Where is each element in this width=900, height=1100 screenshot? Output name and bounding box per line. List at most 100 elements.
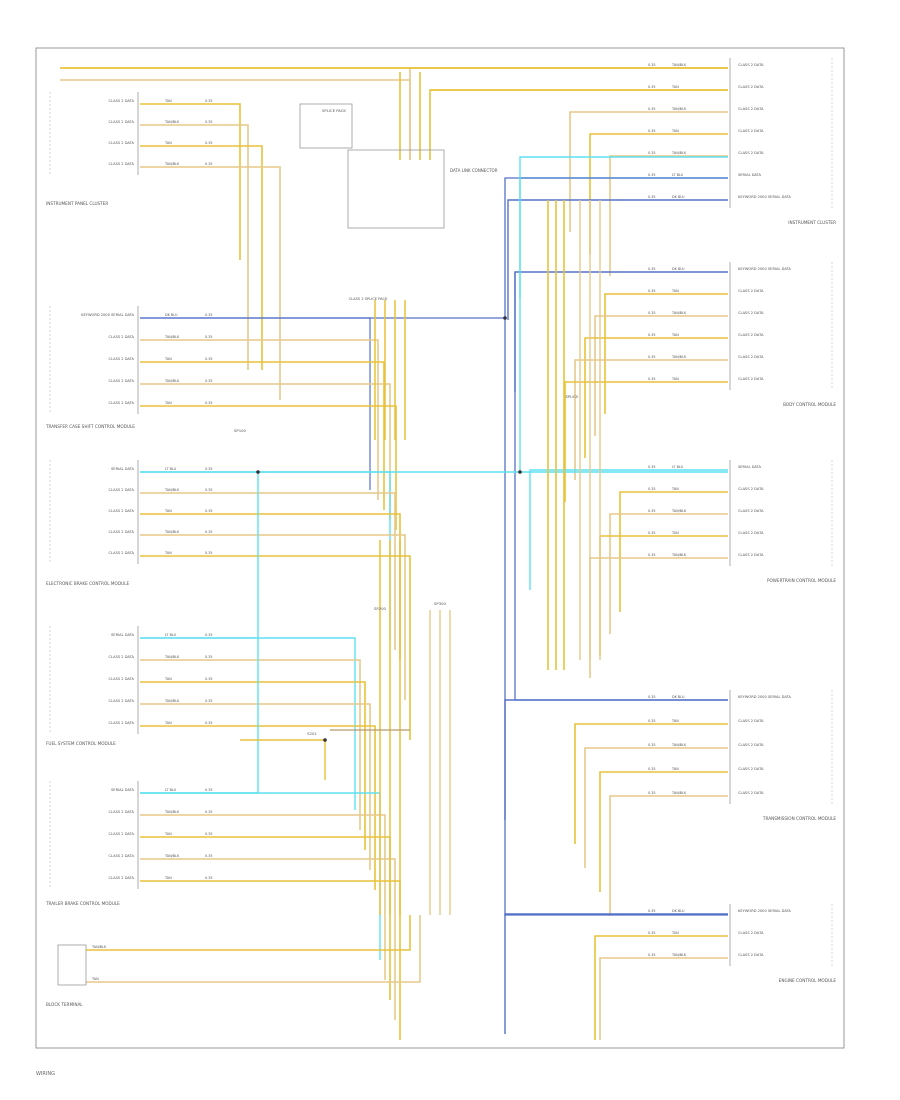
left-module-wire: [140, 792, 381, 960]
splice-pack-label: SPLICE PACK: [322, 108, 346, 113]
component-label: TRANSMISSION CONTROL MODULE: [762, 816, 836, 821]
data-link-connector-box: [347, 149, 445, 229]
pin-label: CLASS 2 DATA: [109, 335, 135, 339]
wire-color-label: TAN/BLK: [164, 530, 180, 534]
wire-color-label: TAN/BLK: [164, 162, 180, 166]
pin-label: KEYWORD 2000 SERIAL DATA: [738, 695, 791, 699]
pin-label: CLASS 2 DATA: [109, 379, 135, 383]
wire-gauge-label: 0.35: [648, 85, 656, 89]
right-module-wire: [529, 469, 728, 590]
wire-gauge-label: 0.35: [648, 509, 656, 513]
wire-gauge-label: 0.35: [648, 695, 656, 699]
pin-label: SERIAL DATA: [111, 467, 135, 471]
wire-gauge-label: 0.35: [205, 832, 213, 836]
wire-color-label: TAN: [164, 401, 172, 405]
serial-bus-wire: [140, 472, 259, 794]
wire-gauge-label: 0.35: [205, 99, 213, 103]
wire-gauge-label: 0.35: [648, 767, 656, 771]
wire-gauge-label: 0.35: [648, 743, 656, 747]
component-label: INSTRUMENT PANEL CLUSTER: [46, 201, 108, 206]
left-module-wire: [140, 659, 361, 830]
connector-label: DATA LINK CONNECTOR: [450, 168, 498, 173]
wire-color-label: TAN/BLK: [164, 810, 180, 814]
keyword-bus-wire: [514, 272, 728, 701]
wire-color-label: DK BLU: [672, 195, 685, 199]
pin-label: CLASS 2 DATA: [738, 311, 764, 315]
right-module-wire: [599, 957, 728, 1040]
pin-label: CLASS 2 DATA: [109, 551, 135, 555]
wire-gauge-label: 0.35: [205, 401, 213, 405]
pin-label: CLASS 2 DATA: [109, 876, 135, 880]
wire-color-label: TAN/BLK: [671, 311, 687, 315]
pin-label: KEYWORD 2000 SERIAL DATA: [738, 195, 791, 199]
wire-gauge-label: 0.35: [205, 677, 213, 681]
pin-label: CLASS 2 DATA: [109, 699, 135, 703]
keyword-bus-wire: [504, 318, 728, 916]
wire-gauge-label: 0.35: [205, 655, 213, 659]
splice-node: [256, 470, 260, 474]
wire-color-label: TAN/BLK: [671, 509, 687, 513]
wire-layer: [60, 67, 728, 1040]
wire-gauge-label: 0.35: [648, 195, 656, 199]
pin-label: CLASS 2 DATA: [738, 553, 764, 557]
wire-color-label: TAN/BLK: [671, 791, 687, 795]
wire-gauge-label: 0.35: [648, 909, 656, 913]
wire-gauge-label: 0.35: [648, 791, 656, 795]
pin-label: KEYWORD 2000 SERIAL DATA: [738, 267, 791, 271]
splice-label: SP300: [434, 601, 447, 606]
wire-gauge-label: 0.35: [648, 553, 656, 557]
pin-label: CLASS 2 DATA: [738, 333, 764, 337]
wire-color-label: TAN/BLK: [671, 151, 687, 155]
pin-label: CLASS 2 DATA: [738, 289, 764, 293]
right-module-wire: [507, 199, 728, 320]
wire-gauge-label: 0.35: [205, 335, 213, 339]
right-module-wire: [514, 271, 728, 392]
left-module-wire: [140, 858, 396, 1020]
wire-gauge-label: 0.35: [205, 162, 213, 166]
right-module-wire: [504, 913, 728, 1034]
wire-color-label: TAN: [164, 357, 172, 361]
right-module-wire: [599, 771, 728, 892]
block-terminal-wire: [86, 915, 421, 983]
wire-gauge-label: 0.35: [648, 151, 656, 155]
wire-color-label: DK BLU: [672, 267, 685, 271]
wire-color-label: TAN: [671, 931, 679, 935]
wire-color-label: TAN: [164, 141, 172, 145]
left-module-wire: [140, 103, 241, 260]
wire-gauge-label: 0.35: [648, 173, 656, 177]
wire-gauge-label: 0.35: [205, 876, 213, 880]
pin-label: CLASS 2 DATA: [738, 107, 764, 111]
pin-label: CLASS 2 DATA: [738, 531, 764, 535]
component-label: TRANSFER CASE SHIFT CONTROL MODULE: [45, 424, 135, 429]
wire-gauge-label: 0.35: [648, 289, 656, 293]
splice-node: [503, 316, 507, 320]
pin-label: CLASS 2 DATA: [738, 953, 764, 957]
component-label: ELECTRONIC BRAKE CONTROL MODULE: [46, 581, 129, 586]
splice-node: [323, 738, 327, 742]
wire-color-label: TAN/BLK: [671, 743, 687, 747]
splice-label: SP200: [374, 606, 387, 611]
wire-color-label: TAN/BLK: [164, 379, 180, 383]
wire-color-label: LT BLU: [165, 467, 177, 471]
wire-gauge-label: 0.35: [205, 313, 213, 317]
pin-label: CLASS 2 DATA: [738, 509, 764, 513]
splice-label: CLASS 2 SPLICE PACK: [349, 297, 388, 301]
wire-color-label: TAN: [164, 832, 172, 836]
right-module-wire: [504, 699, 728, 820]
wire-color-label: TAN/BLK: [671, 355, 687, 359]
wire-gauge-label: 0.35: [205, 721, 213, 725]
left-module-wire: [140, 814, 386, 980]
wire-gauge-label: 0.35: [205, 357, 213, 361]
wire-color-label: TAN/BLK: [671, 953, 687, 957]
wire-gauge-label: 0.35: [205, 120, 213, 124]
splice-label: S201: [307, 731, 317, 736]
wire-color-label: TAN: [164, 876, 172, 880]
right-module-wire: [574, 359, 728, 480]
wire-gauge-label: 0.35: [648, 333, 656, 337]
wire-color-label: TAN: [164, 721, 172, 725]
wire-color-label: TAN/BLK: [164, 854, 180, 858]
left-module-wire: [140, 405, 397, 530]
pin-label: CLASS 2 DATA: [109, 357, 135, 361]
wire-color-label: TAN/BLK: [671, 63, 687, 67]
